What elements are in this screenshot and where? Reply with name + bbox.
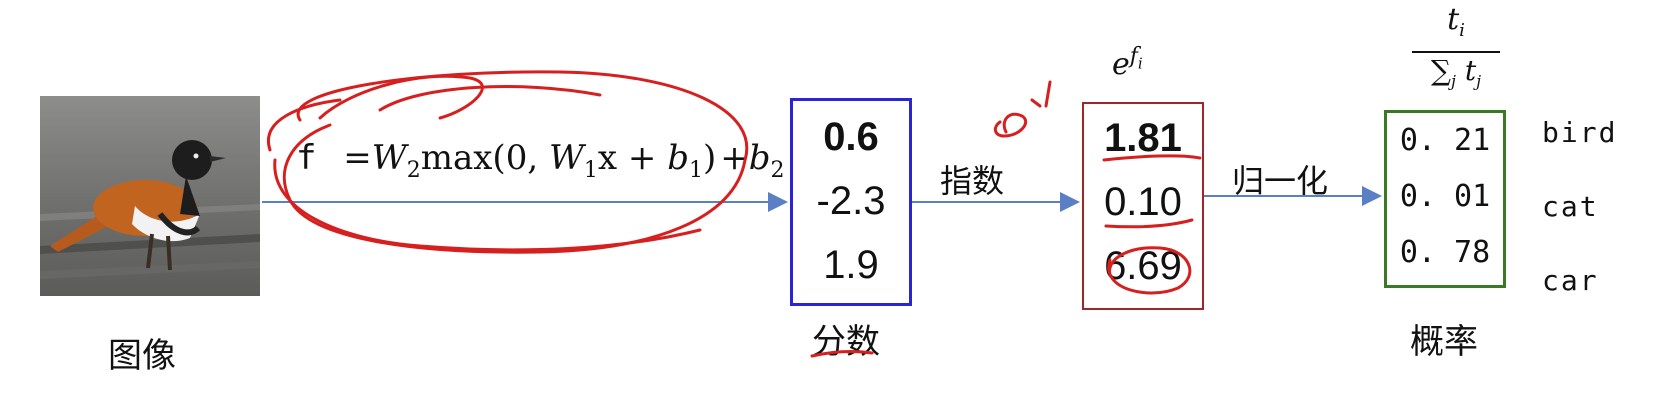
probabilities-caption: 概率 [1410, 322, 1478, 362]
exp-value: 1.81 [1104, 116, 1182, 160]
formula-lhs: f [296, 138, 317, 178]
step-norm-label: 归一化 [1232, 162, 1329, 200]
exp-exponent-sub: i [1137, 54, 1143, 73]
class-label: car [1542, 264, 1599, 297]
score-value: -2.3 [816, 179, 886, 223]
exp-base: e [1112, 47, 1130, 82]
norm-denominator-sub: j [1476, 71, 1482, 91]
probability-value: 0. 01 [1399, 179, 1491, 214]
formula-w2: W [371, 138, 407, 178]
score-box: 0.6 -2.3 1.9 [790, 98, 912, 306]
formula-eq: = [343, 138, 372, 178]
step-exp-label: 指数 [940, 162, 1005, 200]
formula-b2: b [748, 138, 771, 178]
annotation-strokes [266, 70, 1202, 358]
formula-x: x + [597, 138, 657, 178]
scores-caption: 分数 [812, 322, 880, 362]
score-value: 1.9 [823, 243, 879, 287]
probability-value: 0. 21 [1399, 123, 1491, 158]
probability-box: 0. 21 0. 01 0. 78 [1384, 110, 1506, 288]
exp-exponent: f [1129, 44, 1138, 69]
exp-box: 1.81 0.10 6.69 [1082, 102, 1204, 310]
norm-sum-symbol: ∑ [1430, 54, 1451, 87]
network-formula: f =W2max(0, W1x + b1)+b2 [296, 138, 785, 183]
class-label: cat [1542, 190, 1599, 223]
formula-b1: b [667, 138, 689, 178]
class-label: bird [1542, 116, 1618, 149]
formula-max: max(0, [420, 138, 539, 178]
probability-value: 0. 78 [1399, 235, 1491, 270]
formula-w1-sub: 1 [583, 157, 598, 183]
formula-plus: + [720, 138, 749, 178]
norm-header: ti ∑j tj [1406, 2, 1506, 100]
norm-denominator: t [1464, 54, 1477, 87]
bird-photo [40, 96, 260, 296]
norm-numerator: t [1447, 2, 1460, 37]
formula-w2-sub: 2 [406, 157, 421, 183]
formula-b1-sub: 1 [688, 157, 703, 183]
norm-sum-sub: j [1450, 71, 1456, 91]
score-value: 0.6 [823, 115, 879, 159]
exp-value: 0.10 [1104, 180, 1182, 224]
exp-header: efi [1112, 44, 1143, 82]
formula-b2-sub: 2 [770, 157, 785, 183]
norm-numerator-sub: i [1459, 20, 1465, 41]
image-caption: 图像 [108, 336, 176, 376]
exp-value: 6.69 [1104, 244, 1182, 288]
formula-w1: W [548, 138, 584, 178]
formula-close: ) [702, 138, 717, 178]
